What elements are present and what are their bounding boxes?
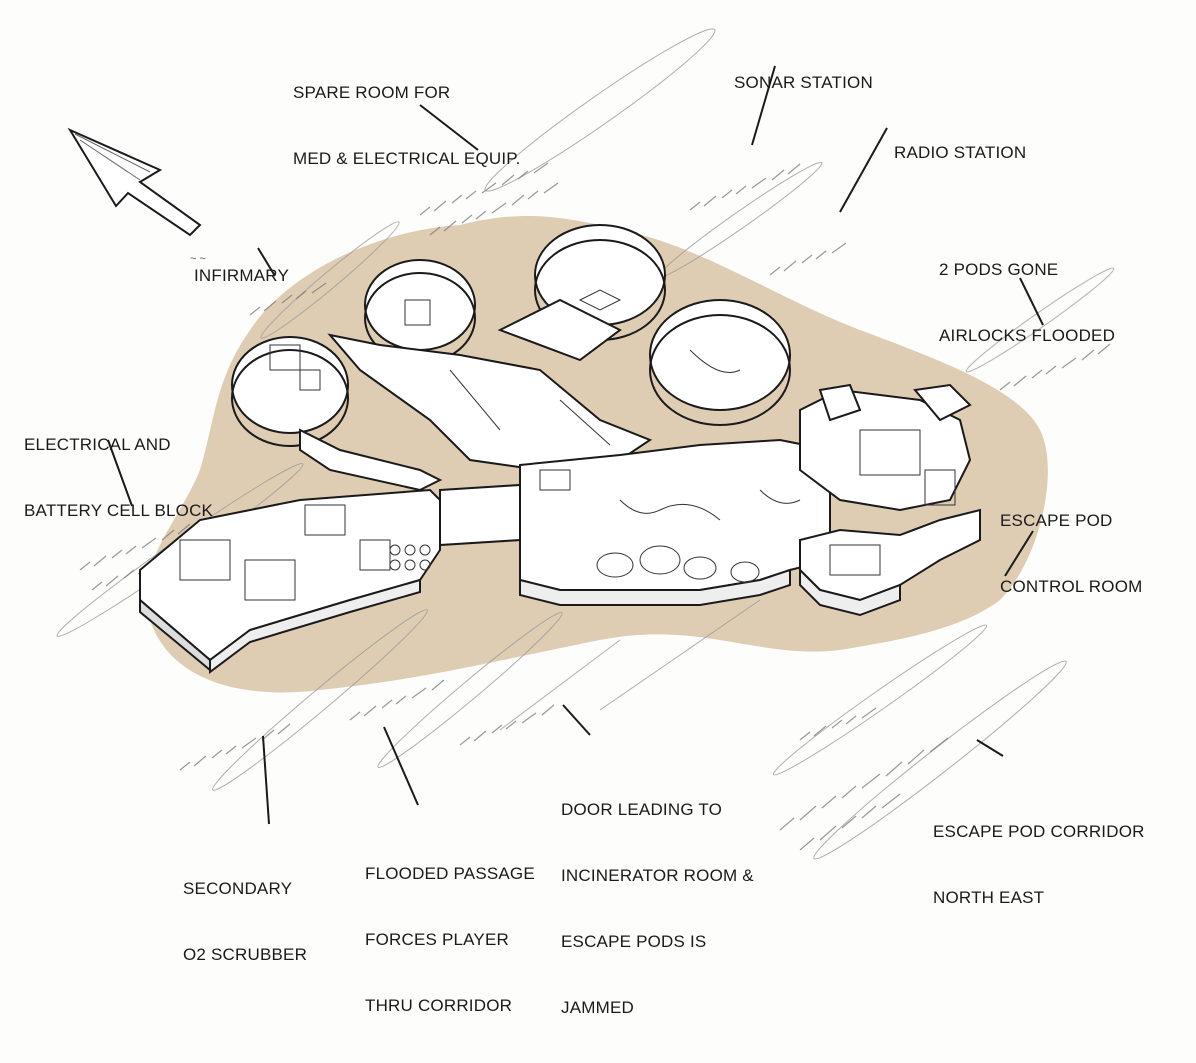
label-line: AIRLOCKS FLOODED [939,326,1116,345]
label-line: O2 SCRUBBER [183,945,308,964]
leader-spare-room [419,104,479,151]
label-line: FLOODED PASSAGE [365,864,535,883]
north-arrow-icon: ~ ~ [67,127,206,265]
radio-room [649,299,791,411]
leader-sonar [751,65,776,146]
floor-plan-sketch: ~ ~ [56,28,1115,860]
label-pods-gone: 2 PODS GONE AIRLOCKS FLOODED [939,215,1115,391]
label-line: ESCAPE PODS IS [561,932,707,951]
label-flooded-passage: FLOODED PASSAGE FORCES PLAYER THRU CORRI… [365,819,535,1061]
concept-sketch: ~ ~ [24,28,1144,1017]
label-line: ESCAPE POD [1000,511,1113,530]
interior-details [179,289,956,601]
leader-electrical [107,439,133,507]
leader-scrubber [262,735,270,825]
label-line: NORTH EAST [933,888,1045,907]
label-electrical-block: ELECTRICAL AND BATTERY CELL BLOCK [24,390,213,566]
label-line: CONTROL ROOM [1000,577,1143,596]
label-line: ELECTRICAL AND [24,435,171,454]
label-line: DOOR LEADING TO [561,800,723,819]
label-line: JAMMED [561,998,634,1017]
label-line: SPARE ROOM FOR [293,83,451,102]
escape-pod-control [799,388,972,512]
leader-radio [839,127,888,213]
svg-text:~ ~: ~ ~ [190,253,206,265]
label-radio-station: RADIO STATION [894,98,1026,208]
label-line: MED & ELECTRICAL EQUIP. [293,149,521,168]
label-line: SECONDARY [183,879,293,898]
label-escape-pod-corridor: ESCAPE POD CORRIDOR NORTH EAST [933,777,1145,953]
label-sonar-station: SONAR STATION [734,28,873,138]
central-block [519,438,831,591]
base-structure [139,224,981,674]
label-line: SONAR STATION [734,73,873,92]
label-line: BATTERY CELL BLOCK [24,501,214,520]
label-line: INFIRMARY [194,266,289,285]
leader-corridor [976,739,1004,757]
label-spare-room: SPARE ROOM FOR MED & ELECTRICAL EQUIP. [293,38,521,214]
leader-lines [107,65,1044,825]
label-line: INCINERATOR ROOM & [561,866,754,885]
leader-pods-gone [1019,277,1044,326]
label-line: 2 PODS GONE [939,260,1059,279]
label-o2-scrubber: SECONDARY O2 SCRUBBER [183,834,307,1010]
label-line: FORCES PLAYER [365,930,509,949]
leader-escape-control [1004,530,1034,577]
label-escape-pod-control: ESCAPE POD CONTROL ROOM [1000,466,1143,642]
infirmary-room [231,336,349,434]
handwritten-notes [79,162,1111,851]
label-line: ESCAPE POD CORRIDOR [933,822,1145,841]
label-door-jammed: DOOR LEADING TO INCINERATOR ROOM & ESCAP… [561,755,754,1063]
label-line: THRU CORRIDOR [365,996,513,1015]
leader-infirmary [257,247,276,277]
label-infirmary: INFIRMARY [194,221,289,331]
label-line: RADIO STATION [894,143,1027,162]
leader-flooded [383,726,419,806]
leader-door [562,704,591,736]
